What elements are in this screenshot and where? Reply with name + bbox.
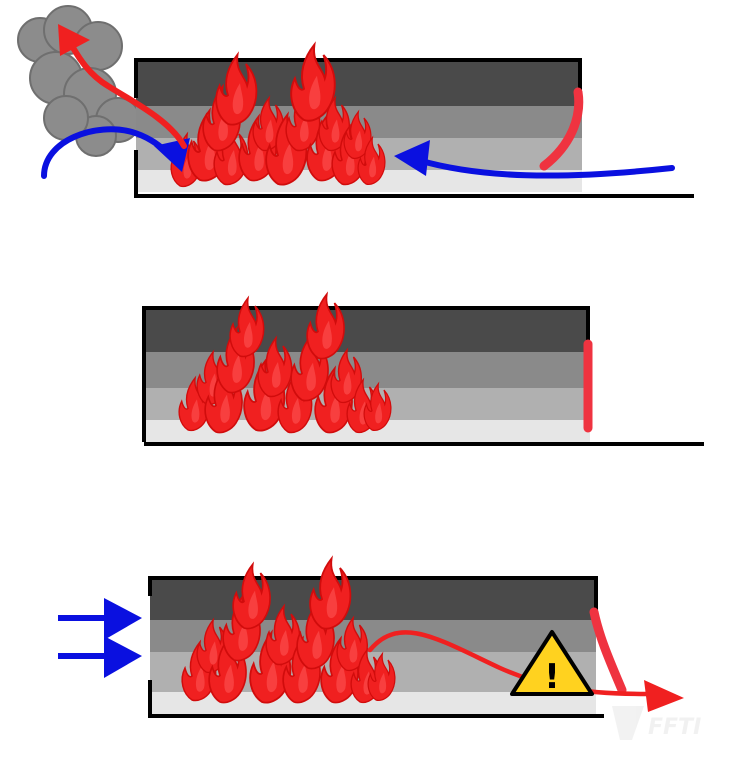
door-bottom bbox=[589, 607, 627, 695]
panel-middle bbox=[142, 293, 704, 446]
forced-air-arrows bbox=[58, 598, 142, 678]
panel-bottom: ! bbox=[58, 557, 684, 718]
panel-top bbox=[17, 5, 694, 198]
door-top bbox=[539, 87, 584, 171]
warning-triangle-icon: ! bbox=[510, 630, 594, 697]
watermark-logo: FFTI bbox=[612, 706, 701, 740]
smoke-exhaust-arrow bbox=[58, 24, 187, 149]
svg-text:FFTI: FFTI bbox=[648, 715, 701, 740]
hazard-exclamation: ! bbox=[544, 657, 560, 697]
air-inlet-right bbox=[394, 140, 675, 179]
